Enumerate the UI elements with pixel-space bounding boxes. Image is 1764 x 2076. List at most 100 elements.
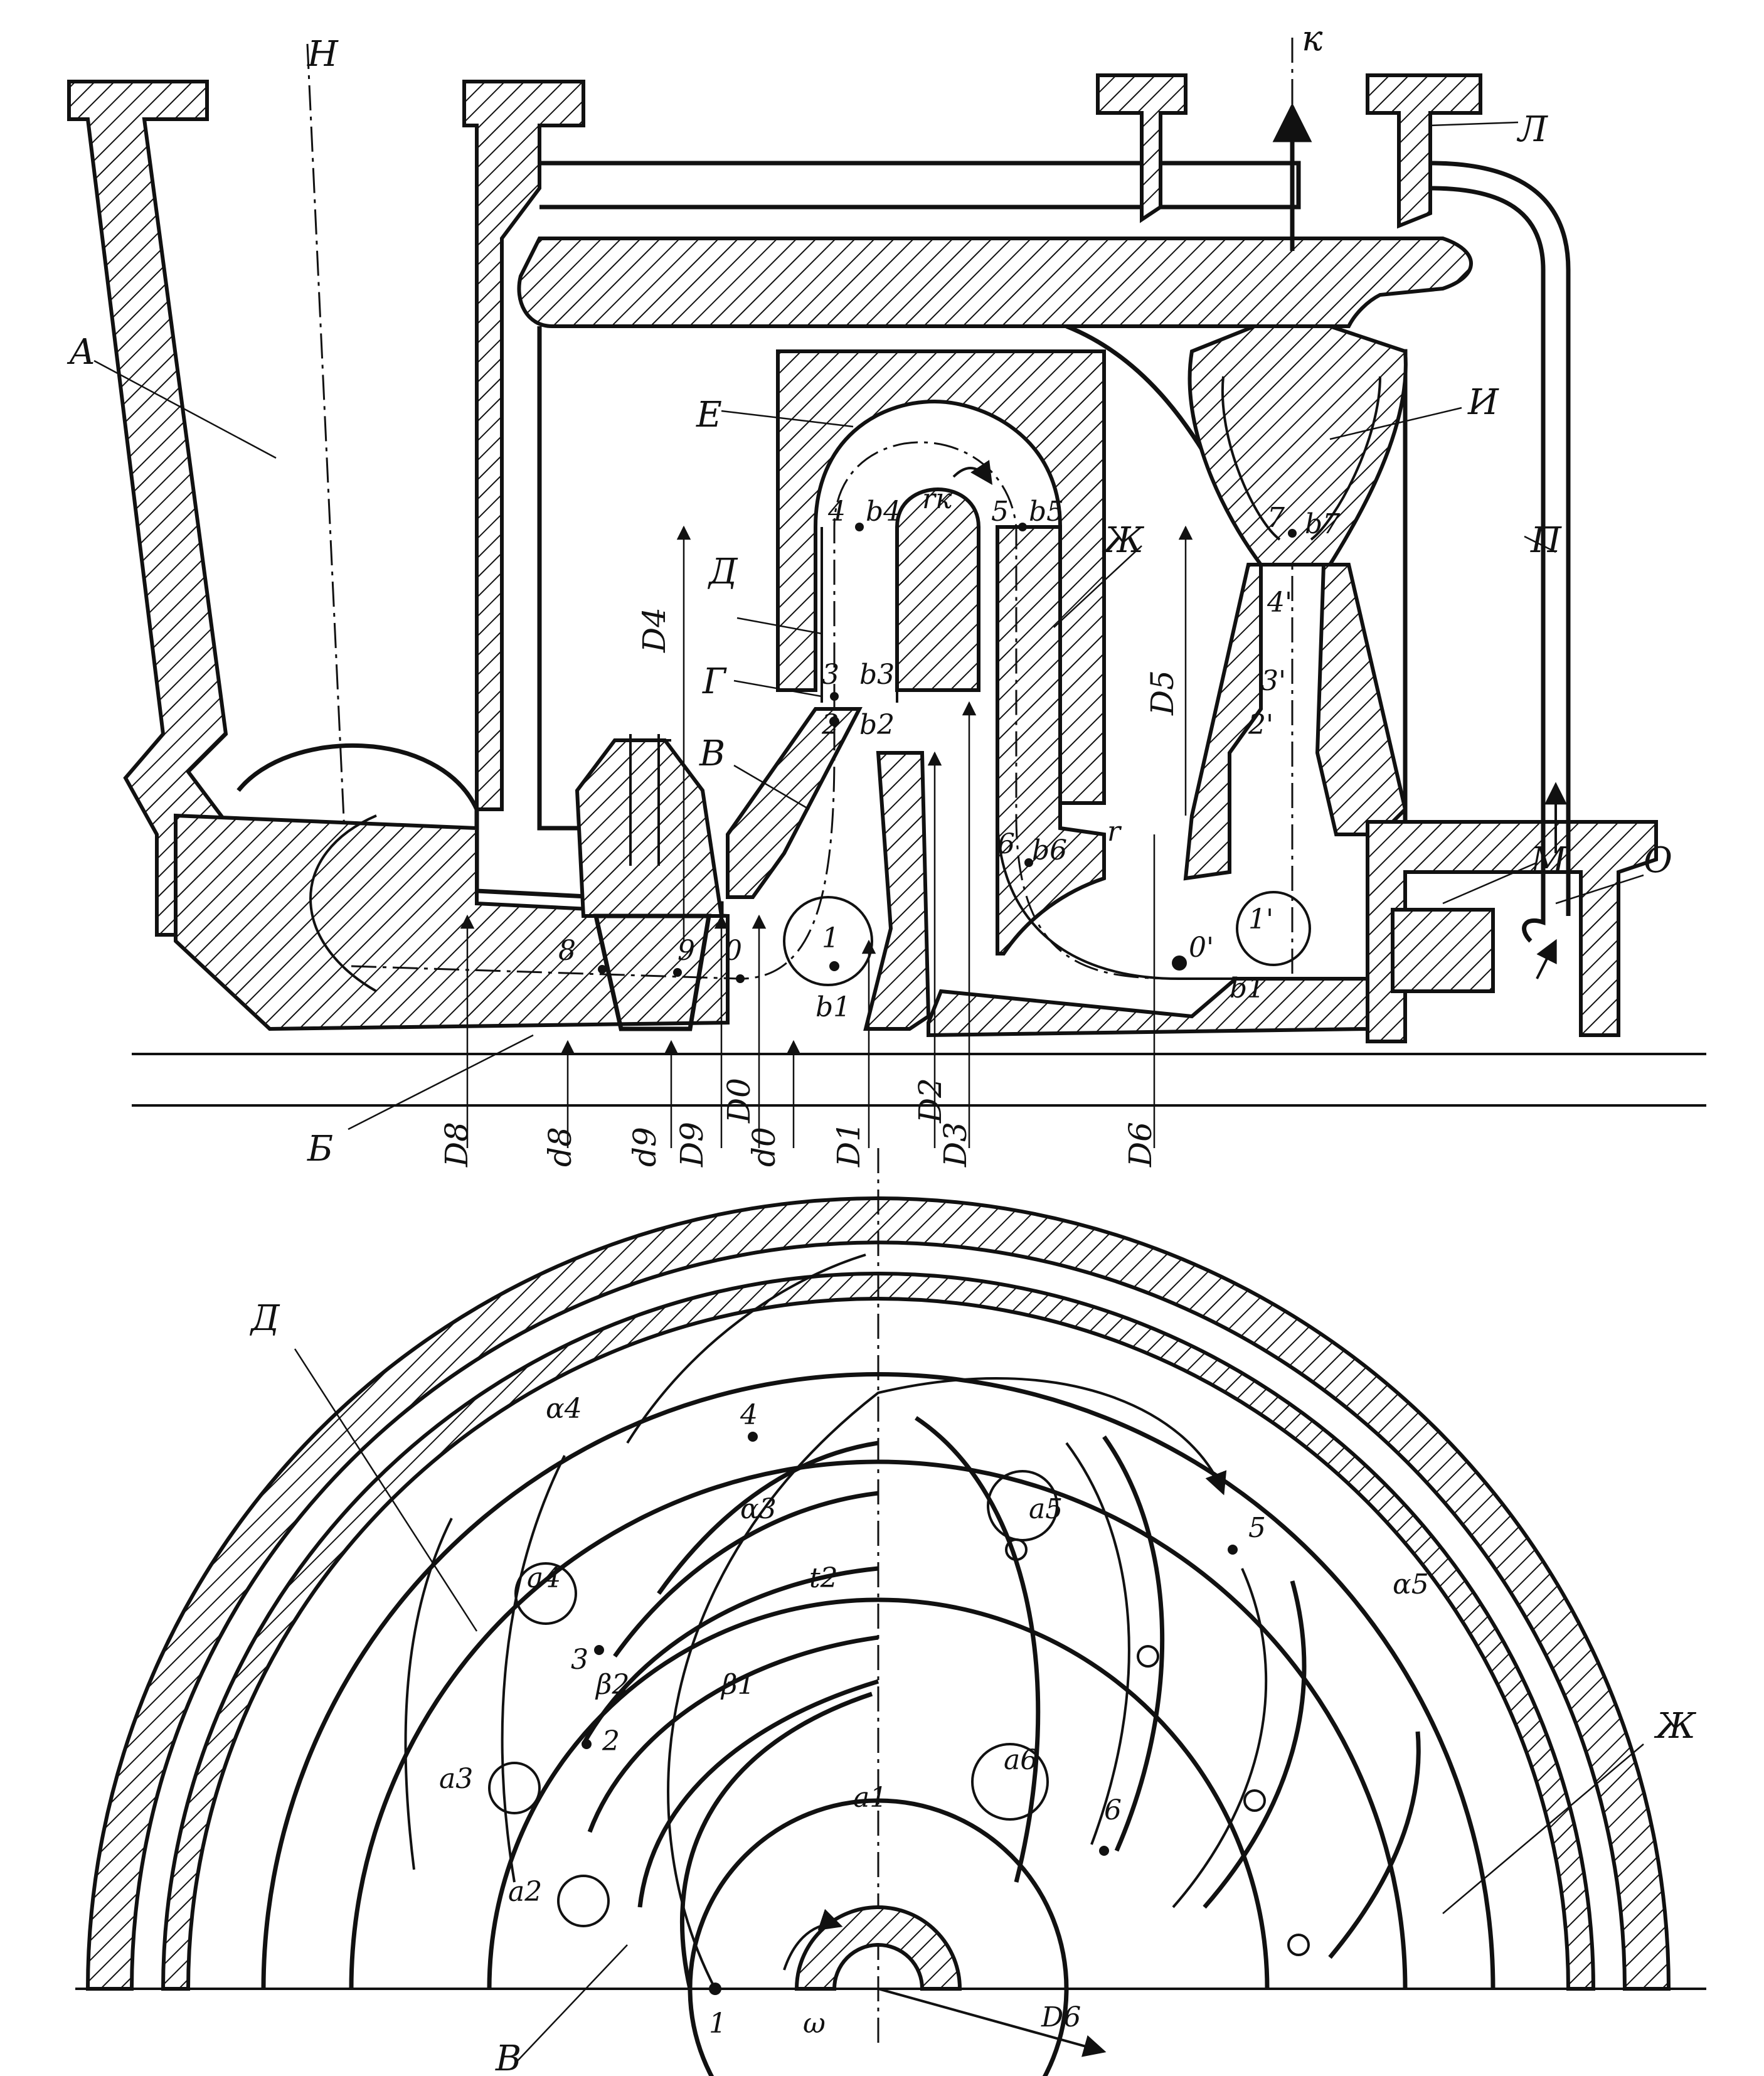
plan-a1: a1	[853, 1782, 887, 1814]
st-b6: b6	[1032, 834, 1067, 866]
point-9	[673, 968, 682, 977]
stage-2-left-wall	[1183, 563, 1263, 881]
return-channel-D	[821, 527, 898, 703]
dvane-2	[404, 1518, 453, 1870]
suction-casing-wall	[67, 80, 247, 937]
dim-D6: D6	[1122, 1122, 1159, 1168]
dim-D5: D5	[1144, 670, 1181, 716]
dvane-3	[626, 1254, 866, 1444]
point-2	[829, 716, 839, 727]
st-0p: 0'	[1189, 932, 1214, 964]
rvane-1	[915, 1416, 1041, 1883]
st-b1-left: b1	[816, 991, 851, 1023]
plan-label-Zh: Ж	[1654, 1706, 1697, 1747]
dim-D8: D8	[438, 1122, 475, 1168]
st-b5: b5	[1029, 496, 1064, 528]
throat-a2	[557, 1875, 610, 1927]
marker-circle-3	[1243, 1789, 1266, 1812]
impeller-blades	[581, 1440, 879, 1989]
return-vanes-right	[915, 1416, 1421, 1959]
stage-2-right-wall	[1315, 563, 1408, 836]
plan-1: 1	[709, 2008, 726, 2040]
station-points	[598, 523, 1297, 983]
dim-D0: D0	[721, 1078, 757, 1124]
rvane-3b	[1172, 1568, 1268, 1908]
st-r: rк	[922, 483, 952, 515]
plan-alpha5: α5	[1393, 1568, 1429, 1600]
label-B: Б	[307, 1129, 333, 1169]
bearing-O-flow	[1522, 809, 1571, 943]
plan-point-6	[1099, 1846, 1109, 1856]
dimension-lines	[460, 525, 1193, 1148]
st-0: 0	[725, 935, 742, 967]
impeller-1-hub	[863, 751, 931, 1031]
blade-1	[680, 1691, 873, 1989]
label-M: М	[1530, 840, 1568, 881]
plan-6: 6	[1104, 1794, 1122, 1826]
st-8: 8	[558, 935, 576, 967]
upper-bridge	[517, 237, 1473, 328]
seal-sleeve	[575, 738, 724, 918]
blade-3	[587, 1635, 879, 1833]
bypass-pipe-P	[1430, 161, 1571, 809]
marker-circle-4	[1287, 1934, 1310, 1956]
outlet-flange-left	[1096, 73, 1188, 223]
plan-3: 3	[571, 1644, 588, 1676]
plan-a6: a6	[1004, 1744, 1038, 1776]
st-b3: b3	[859, 659, 895, 691]
top-passage	[539, 161, 1301, 210]
st-4: 4	[827, 496, 846, 528]
inducer-cone	[593, 913, 712, 1031]
longitudinal-section: А Н к Л Е И П Д Ж Г В М О Б 4 b4 rк 5 b5…	[66, 18, 1706, 1169]
label-I: И	[1467, 382, 1499, 423]
point-7	[1288, 529, 1297, 538]
D6-radius-arrow	[878, 1988, 1107, 2057]
plan-t2: t2	[809, 1562, 838, 1594]
throat-a5	[987, 1470, 1058, 1541]
st-3: 3	[822, 659, 839, 691]
st-1: 1	[822, 922, 839, 954]
rvane-2	[1102, 1435, 1165, 1852]
blade-6	[657, 1440, 879, 1595]
label-H: Н	[307, 34, 339, 75]
label-Zh: Ж	[1102, 520, 1145, 561]
leader-V-plan	[514, 1944, 628, 2065]
label-E: Е	[696, 395, 722, 435]
dim-D1: D1	[831, 1122, 867, 1168]
suction-casing-outer-wall	[462, 80, 585, 811]
label-G: Г	[702, 661, 727, 702]
dim-D2: D2	[912, 1078, 948, 1124]
label-V: В	[699, 733, 725, 774]
diffuser-vanes-left	[404, 1254, 866, 1883]
rvane-3	[1203, 1580, 1307, 1909]
flow-path-1	[351, 441, 1255, 980]
point-1	[829, 961, 839, 971]
plan-label-V: В	[495, 2038, 521, 2076]
st-r2: r	[1107, 816, 1122, 848]
diffuser-core	[895, 487, 980, 692]
st-3p: 3'	[1261, 665, 1286, 697]
plan-D6: D6	[1041, 2001, 1081, 2033]
bearing-arrow	[1536, 939, 1557, 979]
throat-a3	[488, 1762, 541, 1814]
leader-lines	[93, 121, 1644, 1131]
dim-d0: d0	[746, 1127, 782, 1167]
impeller-1-shroud	[726, 707, 863, 899]
label-A: А	[66, 332, 95, 373]
seal-housing-M	[1366, 820, 1658, 1043]
st-2p: 2'	[1248, 709, 1273, 741]
plan-4: 4	[740, 1399, 758, 1431]
plan-label-D: Д	[249, 1298, 280, 1339]
dim-D9: D9	[674, 1122, 710, 1168]
plan-5: 5	[1248, 1512, 1266, 1544]
plan-point-3	[594, 1645, 604, 1655]
plan-a3: a3	[439, 1763, 473, 1795]
st-2: 2	[821, 709, 839, 741]
omega-arrow	[783, 1908, 843, 1971]
st-b1-right: b1	[1230, 972, 1265, 1004]
bearing-O-block	[1391, 908, 1495, 993]
label-D: Д	[707, 551, 738, 592]
point-0-prime	[1172, 955, 1187, 971]
point-4	[855, 523, 864, 531]
